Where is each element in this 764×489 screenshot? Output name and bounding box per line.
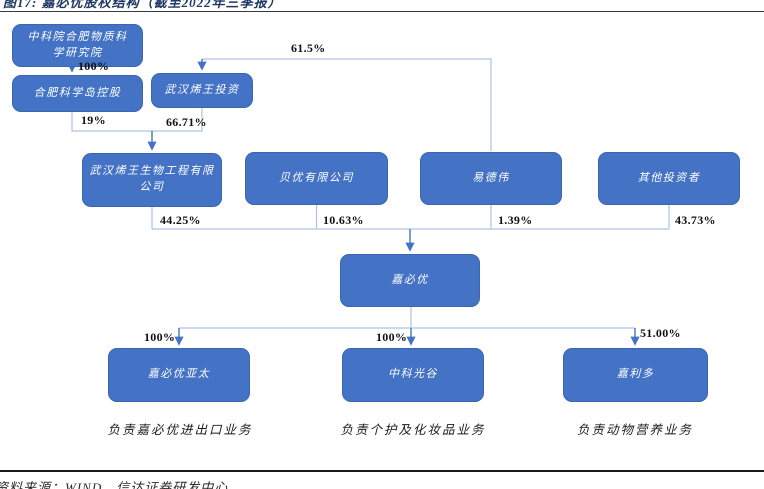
node-cabio: 嘉必优	[340, 254, 480, 307]
business-caption: 负责嘉必优进出口业务	[107, 423, 253, 437]
business-caption: 负责动物营养业务	[576, 423, 693, 437]
node-cas-hefei-institute: 中科院合肥物质科 学研究院	[12, 24, 143, 67]
ownership-label: 100%	[144, 330, 176, 344]
ownership-label: 51.00%	[640, 326, 681, 340]
figure-title: 图17: 嘉必优股权结构（截至2022年三季报）	[3, 0, 282, 10]
node-wuhan-xiwang-investment: 武汉烯王投资	[151, 73, 253, 108]
node-cabio-asia-pacific: 嘉必优亚太	[108, 348, 250, 402]
node-zhongke-guanggu: 中科光谷	[342, 348, 484, 402]
node-hefei-science-island: 合肥科学岛控股	[12, 75, 143, 112]
ownership-label: 10.63%	[323, 213, 364, 227]
node-wuhan-xiwang-bio: 武汉烯王生物工程有限 公司	[82, 153, 222, 207]
ownership-label: 61.5%	[291, 41, 326, 55]
node-yi-dewei: 易德伟	[420, 152, 562, 205]
ownership-label: 44.25%	[160, 213, 201, 227]
ownership-label: 100%	[78, 59, 110, 73]
top-divider	[0, 11, 764, 12]
ownership-label: 100%	[376, 330, 408, 344]
bottom-divider	[0, 470, 764, 472]
node-beiyou: 贝优有限公司	[245, 152, 388, 205]
business-caption: 负责个护及化妆品业务	[340, 423, 486, 437]
ownership-label: 1.39%	[498, 213, 533, 227]
source-note: 资料来源：WIND，信达证券研发中心	[0, 480, 229, 489]
node-jialiduo: 嘉利多	[563, 348, 708, 402]
node-other-investors: 其他投资者	[598, 152, 740, 205]
ownership-label: 19%	[81, 113, 106, 127]
ownership-label: 66.71%	[166, 115, 207, 129]
ownership-label: 43.73%	[675, 213, 716, 227]
